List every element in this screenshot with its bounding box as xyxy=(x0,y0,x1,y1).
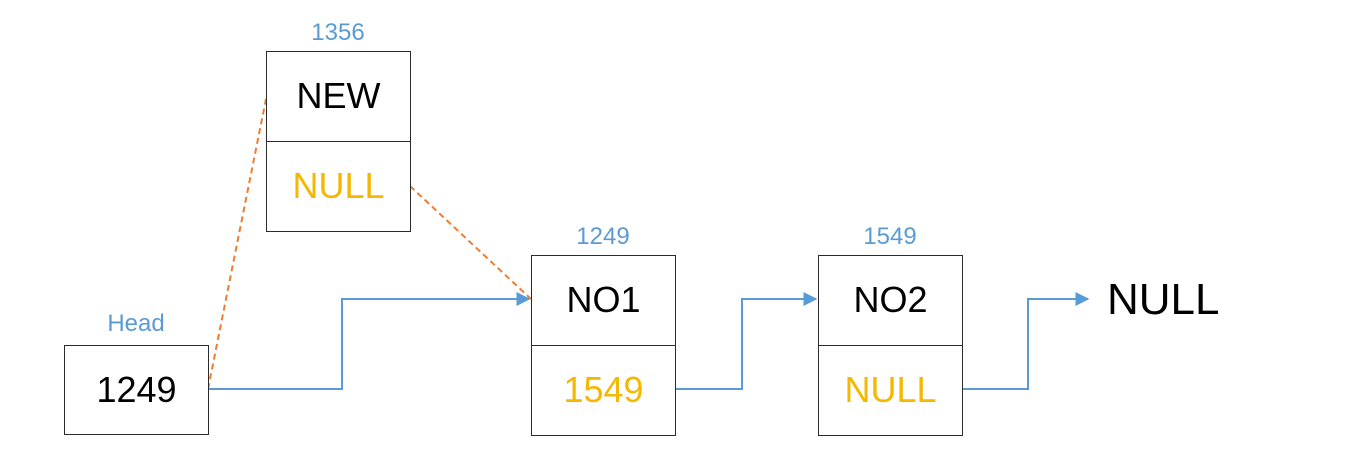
node-2-data: NO2 xyxy=(819,256,962,346)
head-box: 1249 xyxy=(64,345,209,435)
node-1: NO1 1549 xyxy=(531,255,676,436)
dashed-link-head-to-new xyxy=(207,93,268,390)
node-1-next: 1549 xyxy=(563,369,644,411)
terminal-null: NULL xyxy=(1107,275,1220,324)
node-2: NO2 NULL xyxy=(818,255,963,436)
link-no1-to-no2 xyxy=(676,292,818,390)
new-node-address: 1356 xyxy=(311,19,365,46)
node-2-next: NULL xyxy=(844,369,937,411)
node-2-address: 1549 xyxy=(863,223,917,250)
new-node-next: NULL xyxy=(292,165,385,207)
dashed-link-new-to-no1 xyxy=(409,185,532,300)
node-1-address: 1249 xyxy=(576,223,630,250)
node-1-data: NO1 xyxy=(532,256,675,346)
new-node: NEW NULL xyxy=(266,51,411,232)
head-label: Head xyxy=(107,310,165,337)
link-head-to-no1 xyxy=(209,292,531,390)
new-node-data: NEW xyxy=(267,52,410,142)
head-value: 1249 xyxy=(96,369,177,410)
link-no2-to-null xyxy=(963,292,1090,390)
